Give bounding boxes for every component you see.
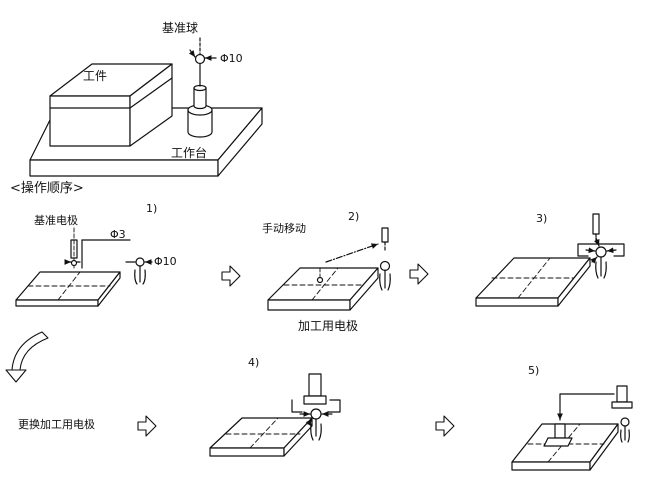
arrow-right-1-2 xyxy=(221,265,241,287)
flow-arrows xyxy=(5,263,455,437)
reference-ball-holder xyxy=(187,37,217,138)
step1-figure xyxy=(15,227,153,307)
step4-machining-electrode-label: 加工用电极 xyxy=(298,319,359,333)
procedure-title: <操作顺序> xyxy=(10,181,84,196)
step2-figure xyxy=(267,227,391,311)
step2-number: 2) xyxy=(348,210,360,223)
step2-manual-move-label: 手动移动 xyxy=(262,222,306,235)
workpiece-label: 工件 xyxy=(83,69,108,83)
arrow-right-4 xyxy=(137,415,157,437)
arrow-right-5 xyxy=(435,415,455,437)
step1-number: 1) xyxy=(146,202,158,215)
reference-ball-label: 基准球 xyxy=(162,21,199,35)
step3-number: 3) xyxy=(536,212,548,225)
step5-number: 5) xyxy=(528,364,540,377)
step5-figure xyxy=(511,385,633,471)
top-scene xyxy=(29,37,263,177)
workpiece-block xyxy=(49,63,173,147)
step1-small-dia-label: Φ3 xyxy=(110,228,126,241)
step4-number: 4) xyxy=(248,356,260,369)
ball-diameter-label: Φ10 xyxy=(220,52,243,65)
arrow-right-2-3 xyxy=(409,263,429,285)
step1-ball-dia-label: Φ10 xyxy=(154,255,177,268)
replace-electrode-label: 更换加工用电极 xyxy=(18,418,95,431)
step4-figure xyxy=(209,373,341,457)
step1-ref-electrode-label: 基准电极 xyxy=(34,214,78,227)
curved-arrow-down xyxy=(5,331,49,383)
work-table-label: 工作台 xyxy=(171,146,208,160)
step3-figure xyxy=(475,213,625,307)
